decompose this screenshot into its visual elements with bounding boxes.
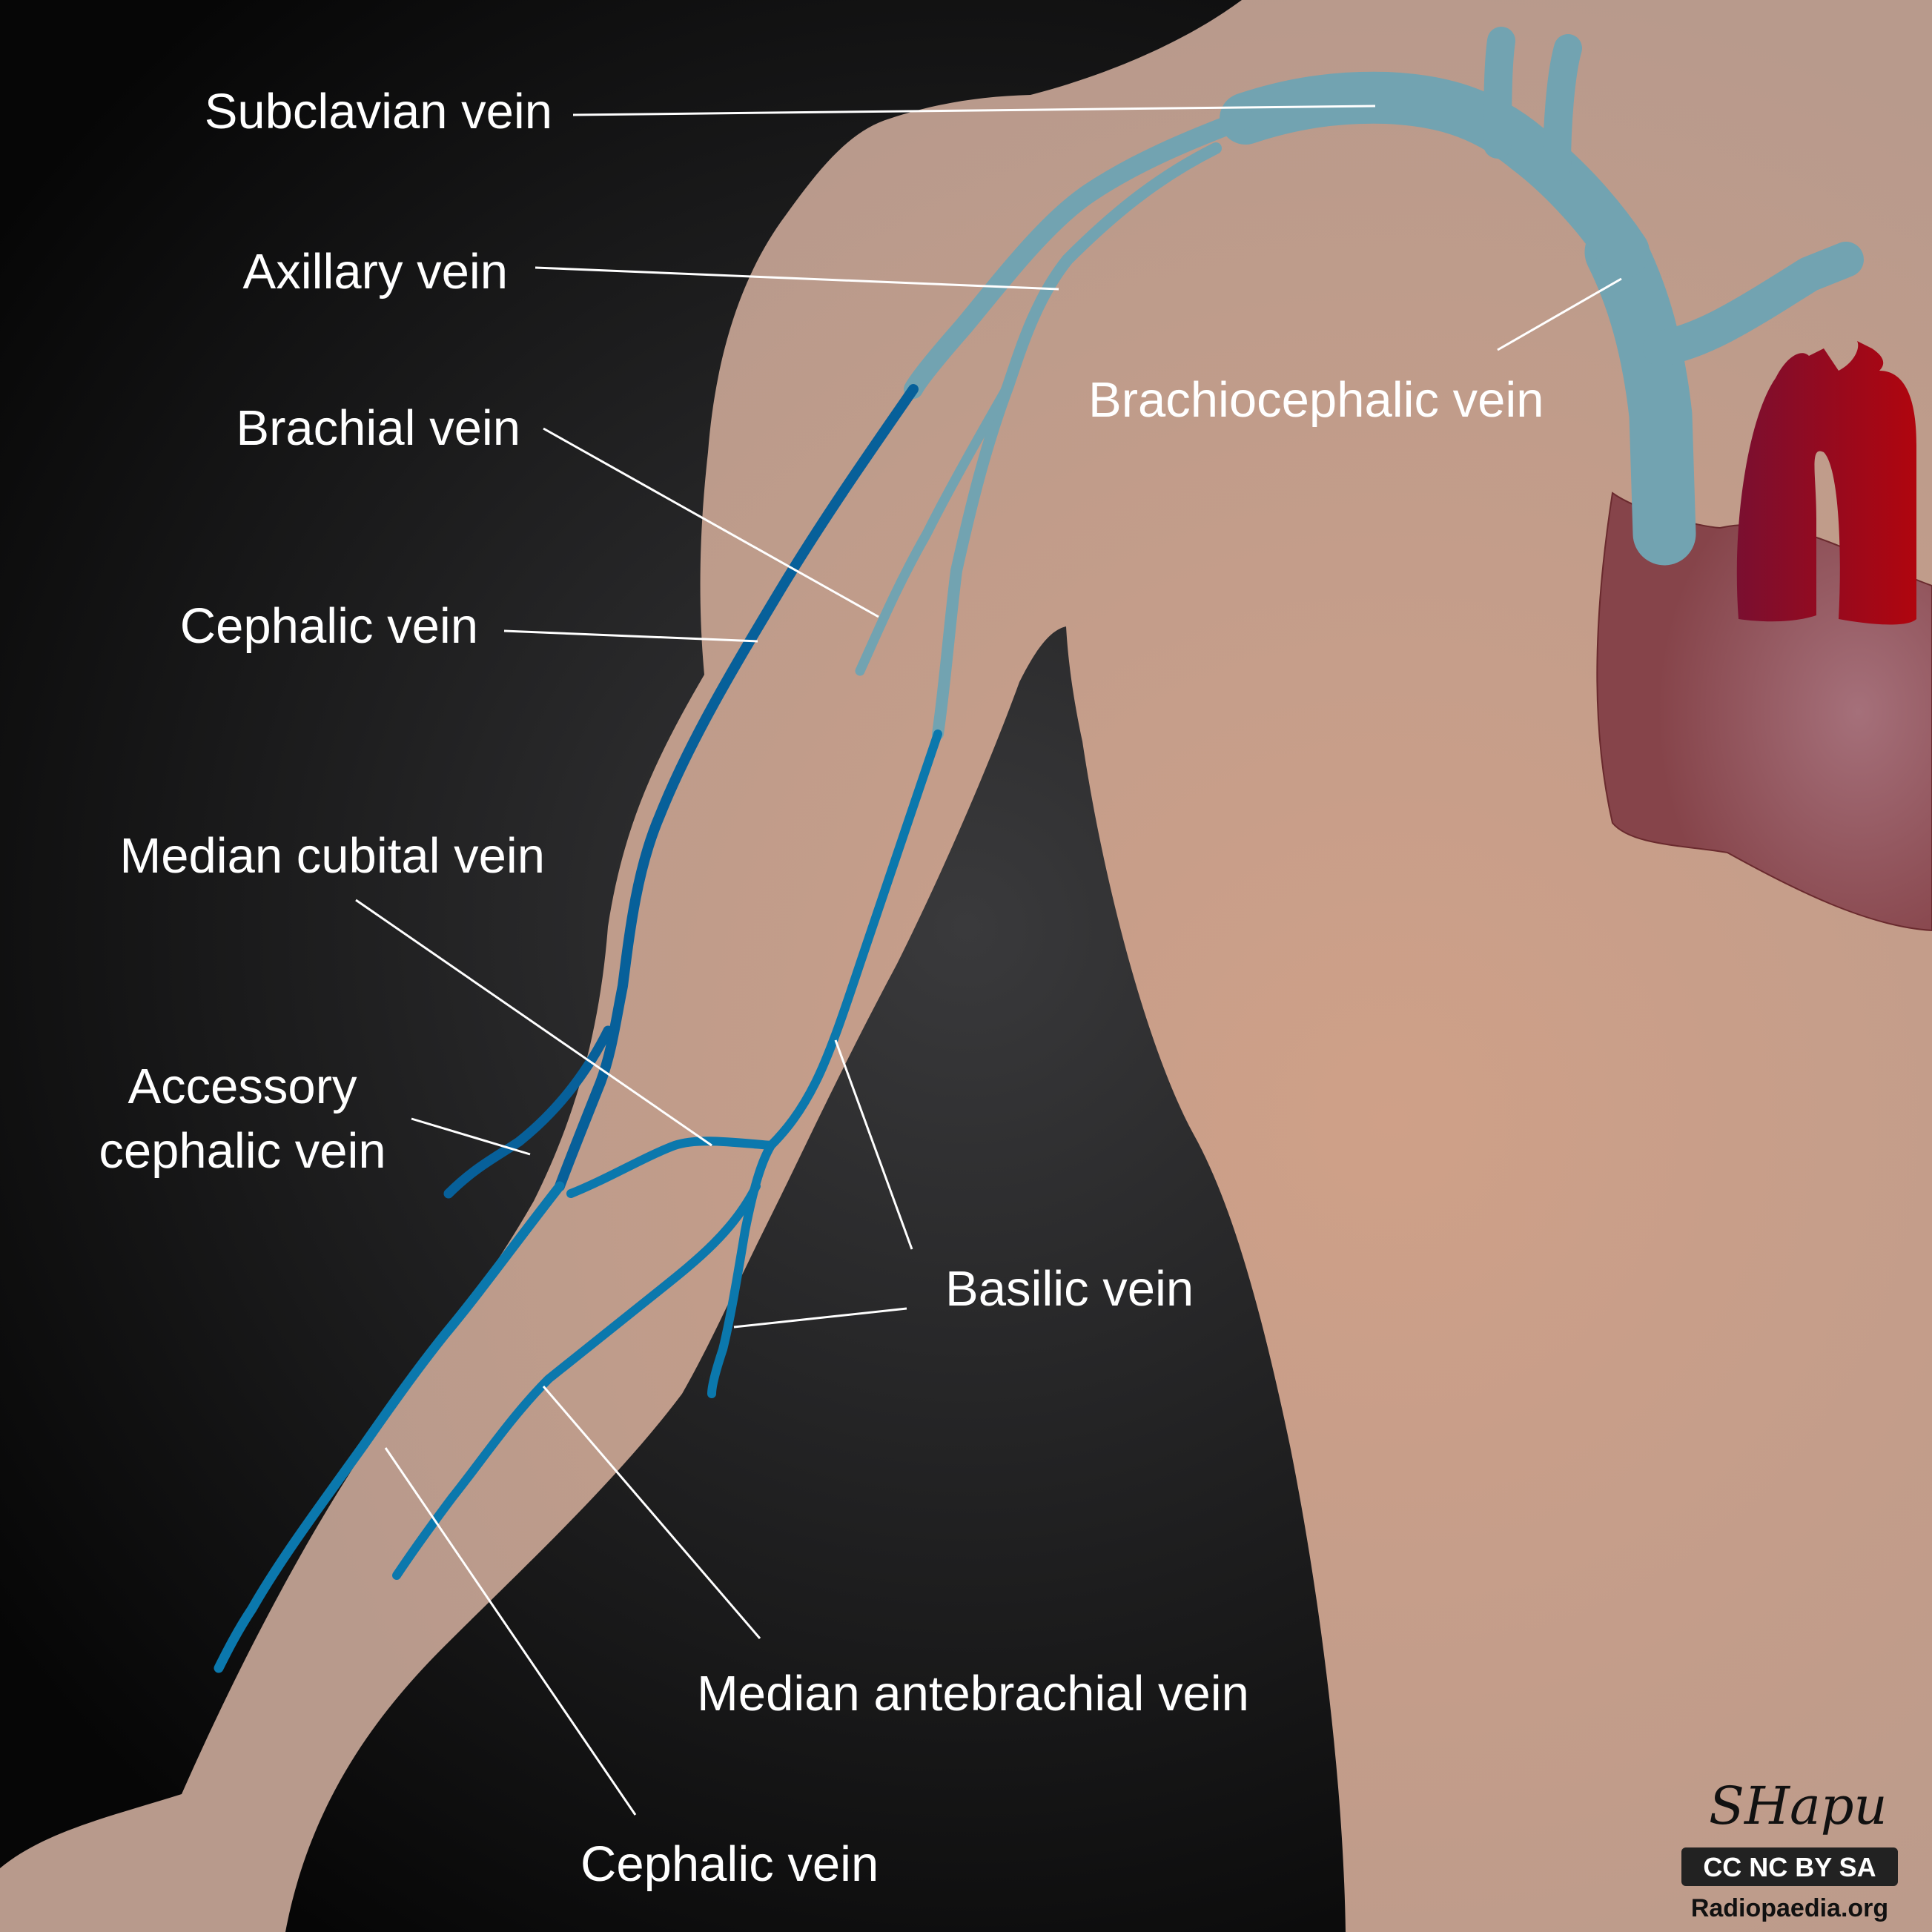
cephalic-vein-upper bbox=[555, 384, 919, 1191]
leader-basilic-1 bbox=[834, 1039, 913, 1250]
jugular-vein-2 bbox=[1543, 34, 1582, 181]
jugular-vein-1 bbox=[1483, 27, 1515, 159]
site-link[interactable]: Radiopaedia.org bbox=[1691, 1894, 1888, 1922]
label-cephalic-vein-upper: Cephalic vein bbox=[180, 598, 478, 654]
license-text: CC NC BY SA bbox=[1703, 1852, 1876, 1882]
label-accessory-cephalic-line2: cephalic vein bbox=[99, 1123, 386, 1179]
author-signature: SHapu bbox=[1709, 1776, 1888, 1836]
leader-cephalic-upper bbox=[503, 629, 758, 643]
aortic-arch bbox=[1736, 341, 1916, 625]
label-brachiocephalic-vein: Brachiocephalic vein bbox=[1088, 372, 1544, 428]
accessory-cephalic-vein bbox=[443, 1025, 613, 1199]
arm-veins bbox=[214, 384, 942, 1673]
label-brachial-vein: Brachial vein bbox=[236, 400, 520, 456]
leader-accessory-cephalic bbox=[411, 1117, 531, 1156]
heart bbox=[1596, 341, 1932, 932]
leader-lines bbox=[355, 105, 1622, 1816]
median-antebrachial-vein bbox=[392, 1182, 761, 1580]
label-axillary-vein: Axillary vein bbox=[243, 244, 508, 300]
left-brachiocephalic-vein bbox=[1643, 242, 1864, 366]
label-subclavian-vein: Subclavian vein bbox=[205, 84, 552, 139]
label-cephalic-vein-lower: Cephalic vein bbox=[580, 1836, 879, 1892]
right-brachiocephalic-vein bbox=[1220, 71, 1650, 278]
brachial-vein bbox=[855, 380, 1013, 676]
basilic-vein bbox=[707, 730, 942, 1398]
leader-basilic-2 bbox=[733, 1307, 907, 1329]
label-median-cubital-vein: Median cubital vein bbox=[119, 828, 545, 884]
license-badge bbox=[1681, 1847, 1898, 1886]
label-accessory-cephalic-line1: Accessory bbox=[128, 1059, 357, 1114]
median-cubital-vein bbox=[566, 1137, 775, 1198]
cephalic-vein-lower bbox=[214, 1181, 565, 1673]
label-median-antebrachial-vein: Median antebrachial vein bbox=[697, 1666, 1249, 1721]
leader-brachiocephalic bbox=[1497, 277, 1622, 351]
labels: Subclavian vein Axillary vein Brachial v… bbox=[99, 84, 1544, 1892]
central-veins bbox=[855, 27, 1864, 740]
leader-axillary bbox=[535, 266, 1059, 291]
leader-brachial bbox=[543, 427, 879, 618]
subclavian-vein bbox=[904, 109, 1255, 399]
leader-subclavian bbox=[572, 105, 1376, 116]
credit: SHapu CC NC BY SA Radiopaedia.org bbox=[1681, 1776, 1898, 1922]
leader-cephalic-lower bbox=[384, 1447, 637, 1816]
label-basilic-vein: Basilic vein bbox=[945, 1261, 1194, 1317]
leader-median-antebrachial bbox=[542, 1386, 761, 1639]
leader-median-cubital bbox=[355, 899, 712, 1147]
